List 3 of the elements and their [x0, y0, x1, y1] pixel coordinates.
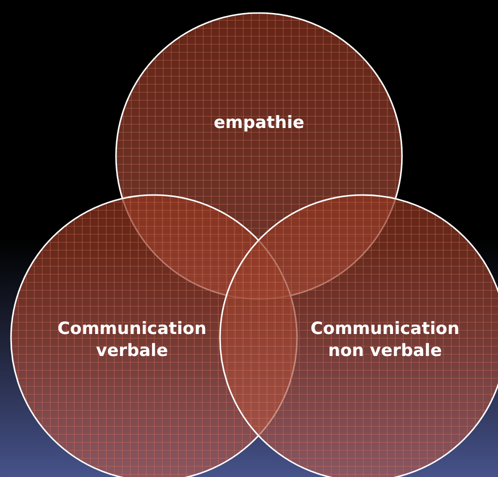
circle-label: Communication non verbale: [310, 318, 460, 362]
circle-label: Communication verbale: [56, 318, 208, 362]
circle-label: empathie: [214, 112, 304, 134]
